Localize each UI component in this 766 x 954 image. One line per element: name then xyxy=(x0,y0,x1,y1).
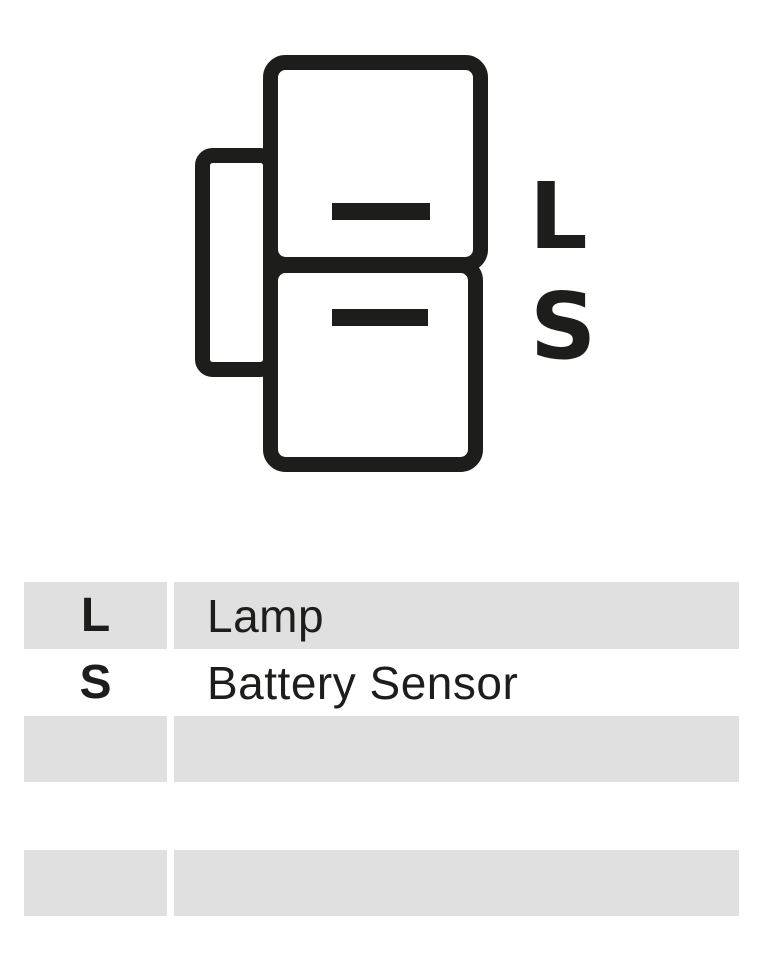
terminal-value-cell xyxy=(174,850,739,916)
table-row xyxy=(24,850,739,916)
terminal-label-s: S xyxy=(530,273,596,380)
plug-cavity-top xyxy=(263,55,488,272)
terminal-contact-bar-l xyxy=(332,203,430,220)
table-row: L Lamp xyxy=(24,582,739,649)
terminal-label-l: L xyxy=(529,163,588,270)
terminal-key-cell: L xyxy=(24,582,167,649)
terminal-key-cell xyxy=(24,850,167,916)
table-row: S Battery Sensor xyxy=(24,649,739,716)
terminal-value-cell: Lamp xyxy=(174,582,739,649)
terminal-key-cell: S xyxy=(79,656,112,709)
terminal-value-cell: Battery Sensor xyxy=(207,656,519,709)
terminal-value-cell xyxy=(174,716,739,782)
terminal-contact-bar-s xyxy=(332,309,428,326)
table-row xyxy=(24,716,739,782)
plug-cavity-bottom xyxy=(263,258,483,472)
plug-side-tab xyxy=(195,148,278,377)
terminal-key-cell xyxy=(24,716,167,782)
